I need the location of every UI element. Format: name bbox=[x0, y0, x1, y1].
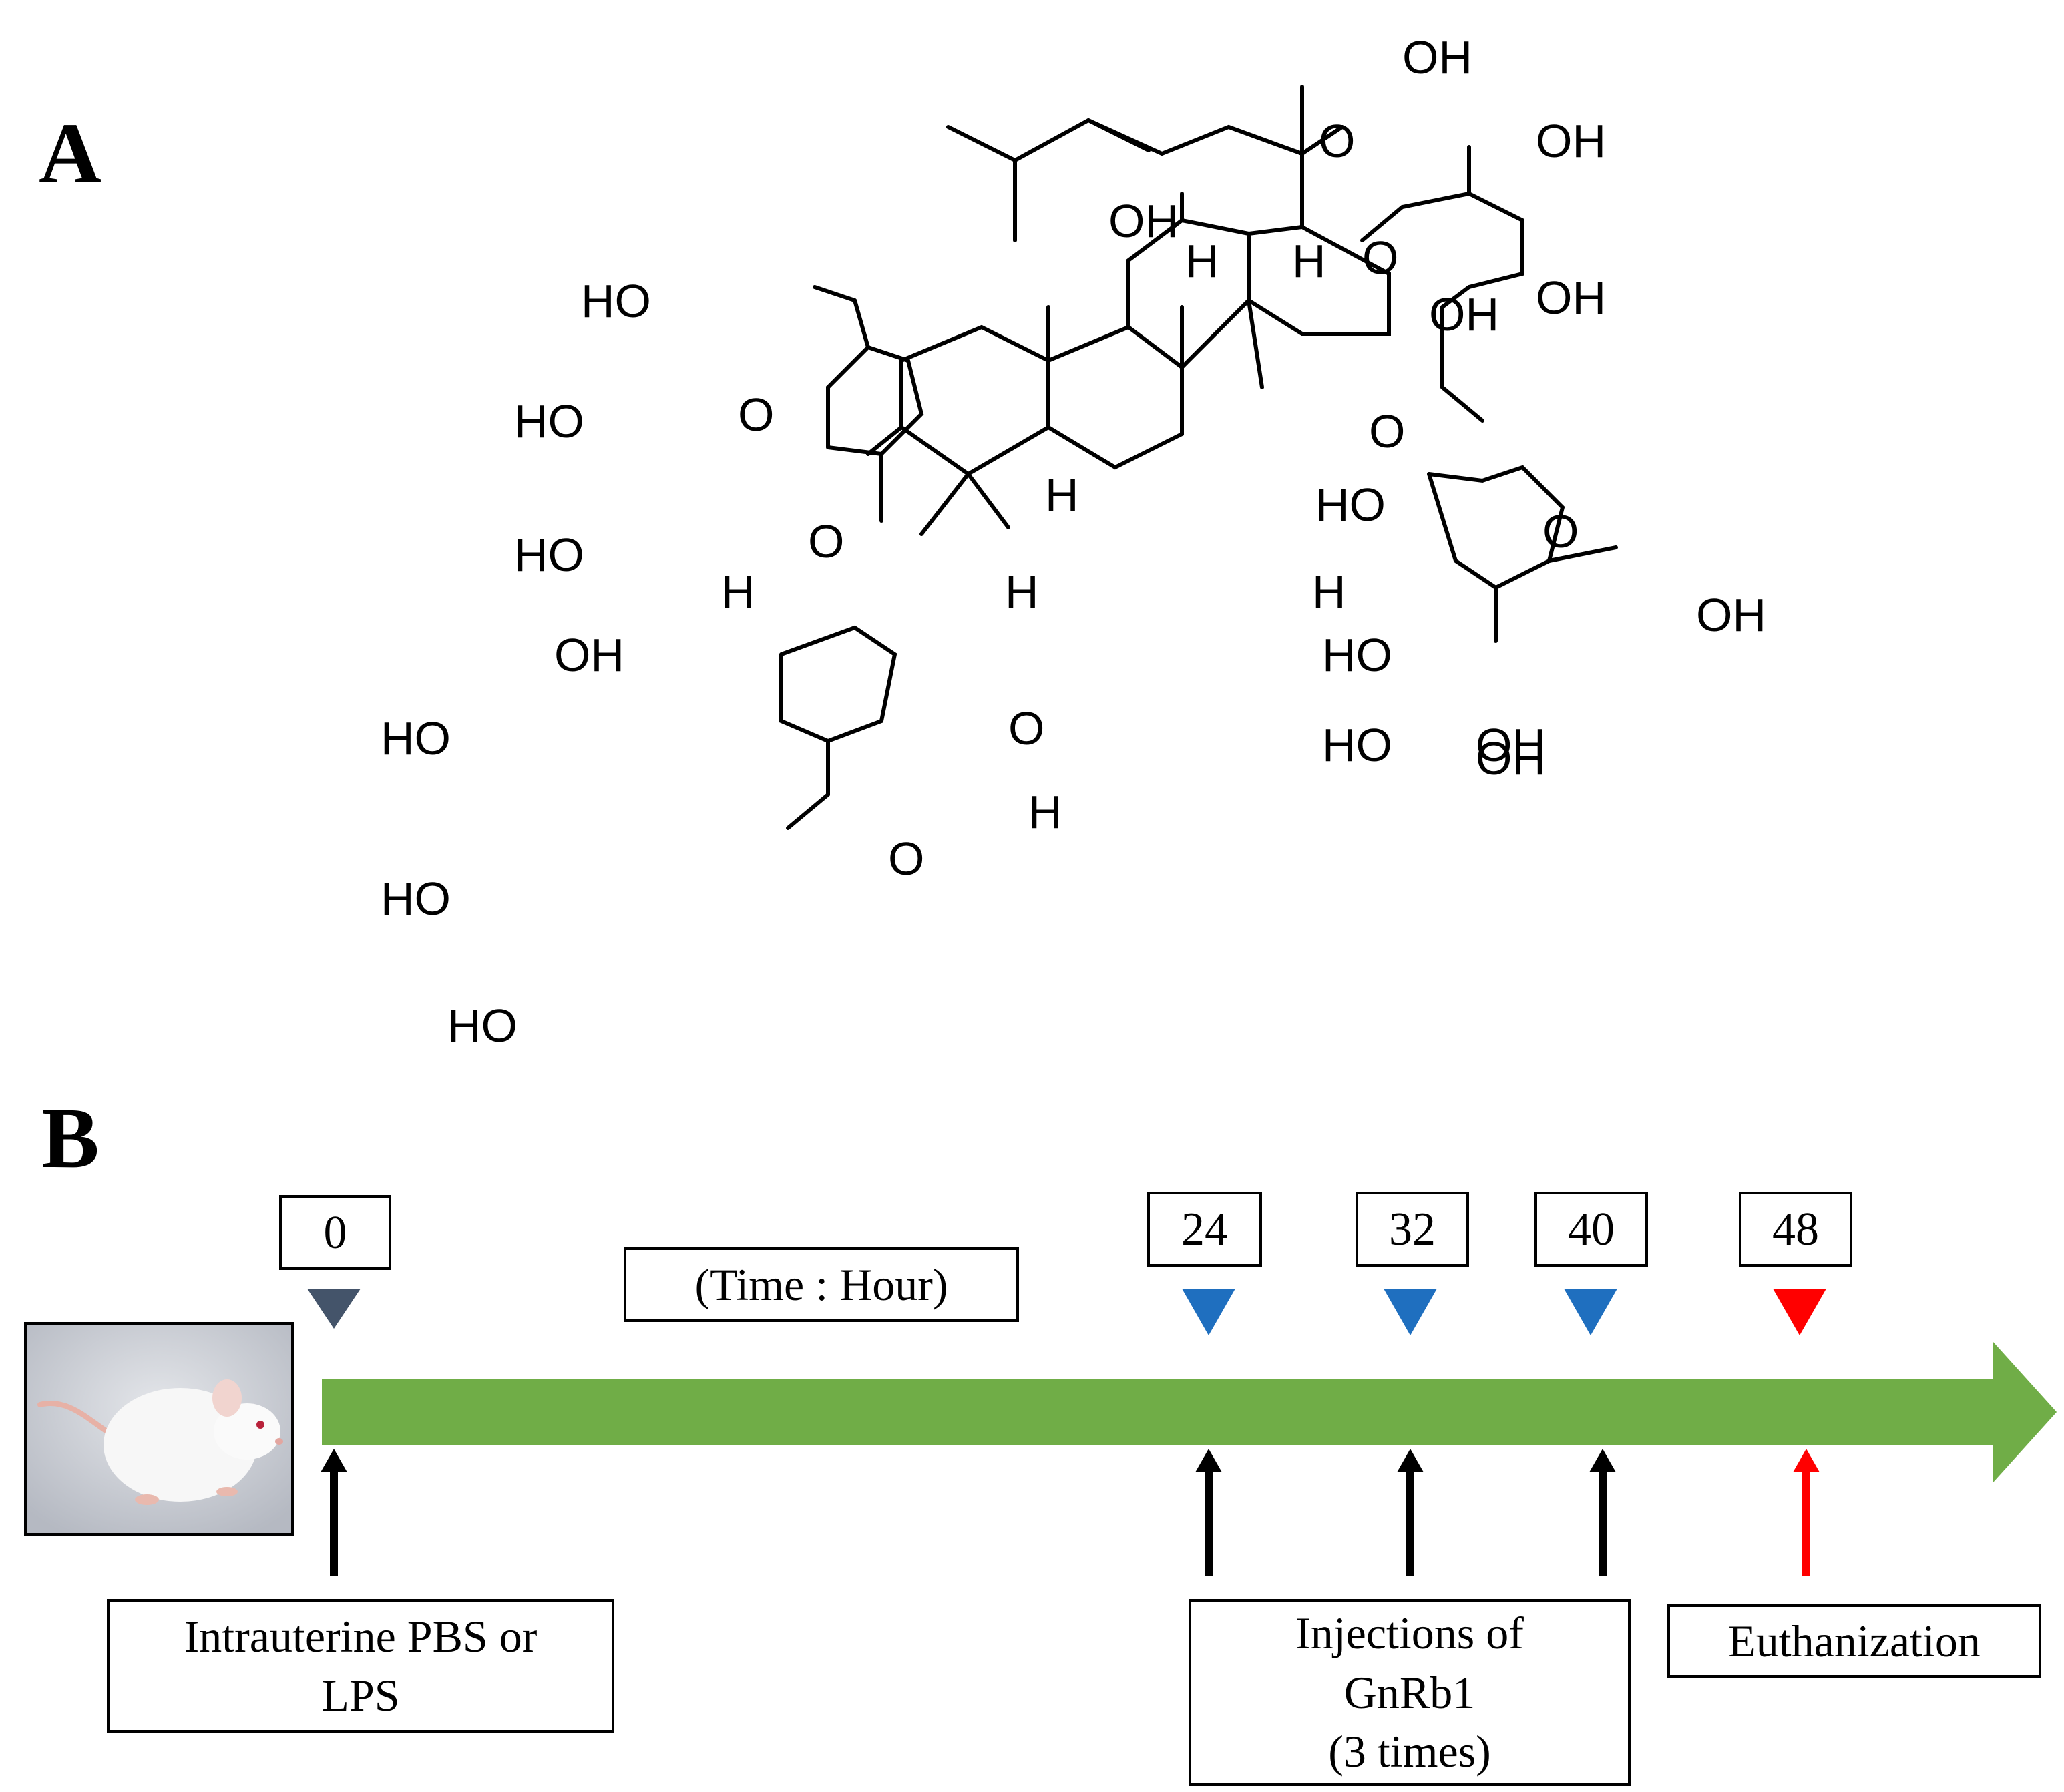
atom-label: HO bbox=[1322, 629, 1392, 681]
time-marker-48 bbox=[1773, 1289, 1826, 1335]
atom-label: HO bbox=[381, 873, 451, 925]
atom-label: HO bbox=[1315, 479, 1386, 531]
atom-label: O bbox=[1319, 115, 1355, 167]
injection-box: Injections of GnRb1 (3 times) bbox=[1189, 1599, 1631, 1786]
atom-label: OH bbox=[1429, 288, 1499, 341]
atom-label: HO bbox=[1322, 719, 1392, 771]
atom-label: HO bbox=[514, 395, 584, 447]
atom-label: H bbox=[1312, 566, 1346, 618]
time-box-40: 40 bbox=[1534, 1192, 1648, 1267]
injection-label-line3: (3 times) bbox=[1328, 1726, 1491, 1777]
induction-box: Intrauterine PBS or LPS bbox=[107, 1599, 614, 1733]
time-box-48: 48 bbox=[1739, 1192, 1852, 1267]
panel-a-label: A bbox=[39, 105, 101, 202]
atom-label: H bbox=[1028, 786, 1062, 838]
timeline-arrow-head bbox=[1993, 1342, 2057, 1482]
atom-label: O bbox=[1362, 232, 1398, 284]
time-marker-0 bbox=[307, 1289, 361, 1329]
atom-label: HO bbox=[581, 275, 651, 327]
timeline-arrow-shaft bbox=[322, 1379, 1995, 1445]
atom-label: OH bbox=[1536, 115, 1606, 167]
atom-label: O bbox=[738, 389, 774, 441]
atom-label: H bbox=[1292, 235, 1326, 287]
induction-label: Intrauterine PBS or LPS bbox=[184, 1610, 538, 1721]
atom-label: HO bbox=[447, 999, 518, 1052]
atom-label: OH bbox=[1476, 732, 1546, 785]
atom-label: OH bbox=[1536, 272, 1606, 324]
time-box-0: 0 bbox=[279, 1195, 391, 1270]
time-box-24: 24 bbox=[1147, 1192, 1262, 1267]
atom-label: H bbox=[1185, 235, 1219, 287]
atom-label: O bbox=[808, 515, 844, 568]
experiment-timeline bbox=[307, 1289, 2057, 1576]
atom-label: H bbox=[721, 566, 755, 618]
time-box-32: 32 bbox=[1356, 1192, 1469, 1267]
structure-atom-labels: OH OH O OH O OH H H OH HO O HO O HO O H … bbox=[381, 31, 1766, 1052]
atom-label: O bbox=[1369, 405, 1405, 457]
atom-label: OH bbox=[1696, 589, 1766, 641]
injection-label-line2: GnRb1 bbox=[1344, 1666, 1476, 1718]
time-marker-32 bbox=[1384, 1289, 1437, 1335]
atom-label: HO bbox=[514, 529, 584, 581]
panel-b-label: B bbox=[41, 1090, 99, 1186]
time-marker-24 bbox=[1182, 1289, 1235, 1335]
atom-label: O bbox=[888, 833, 924, 885]
atom-label: HO bbox=[381, 712, 451, 764]
atom-label: O bbox=[1542, 505, 1579, 557]
mouse-illustration bbox=[27, 1325, 291, 1533]
time-unit-label: (Time : Hour) bbox=[624, 1247, 1019, 1322]
atom-label: H bbox=[1045, 469, 1079, 521]
atom-label: OH bbox=[1402, 31, 1472, 83]
mouse-photo bbox=[24, 1322, 294, 1536]
atom-label: OH bbox=[1476, 719, 1546, 771]
atom-label: OH bbox=[554, 629, 624, 681]
atom-label: H bbox=[1005, 566, 1039, 618]
atom-label: O bbox=[1008, 702, 1044, 754]
time-marker-40 bbox=[1564, 1289, 1617, 1335]
euthanization-box: Euthanization bbox=[1667, 1604, 2041, 1678]
injection-label-line1: Injections of bbox=[1295, 1608, 1524, 1659]
ginsenoside-structure: OH OH O OH O OH H H OH HO O HO O HO O H … bbox=[381, 31, 1766, 1052]
structure-bonds bbox=[779, 85, 1618, 830]
atom-label: OH bbox=[1108, 195, 1179, 247]
